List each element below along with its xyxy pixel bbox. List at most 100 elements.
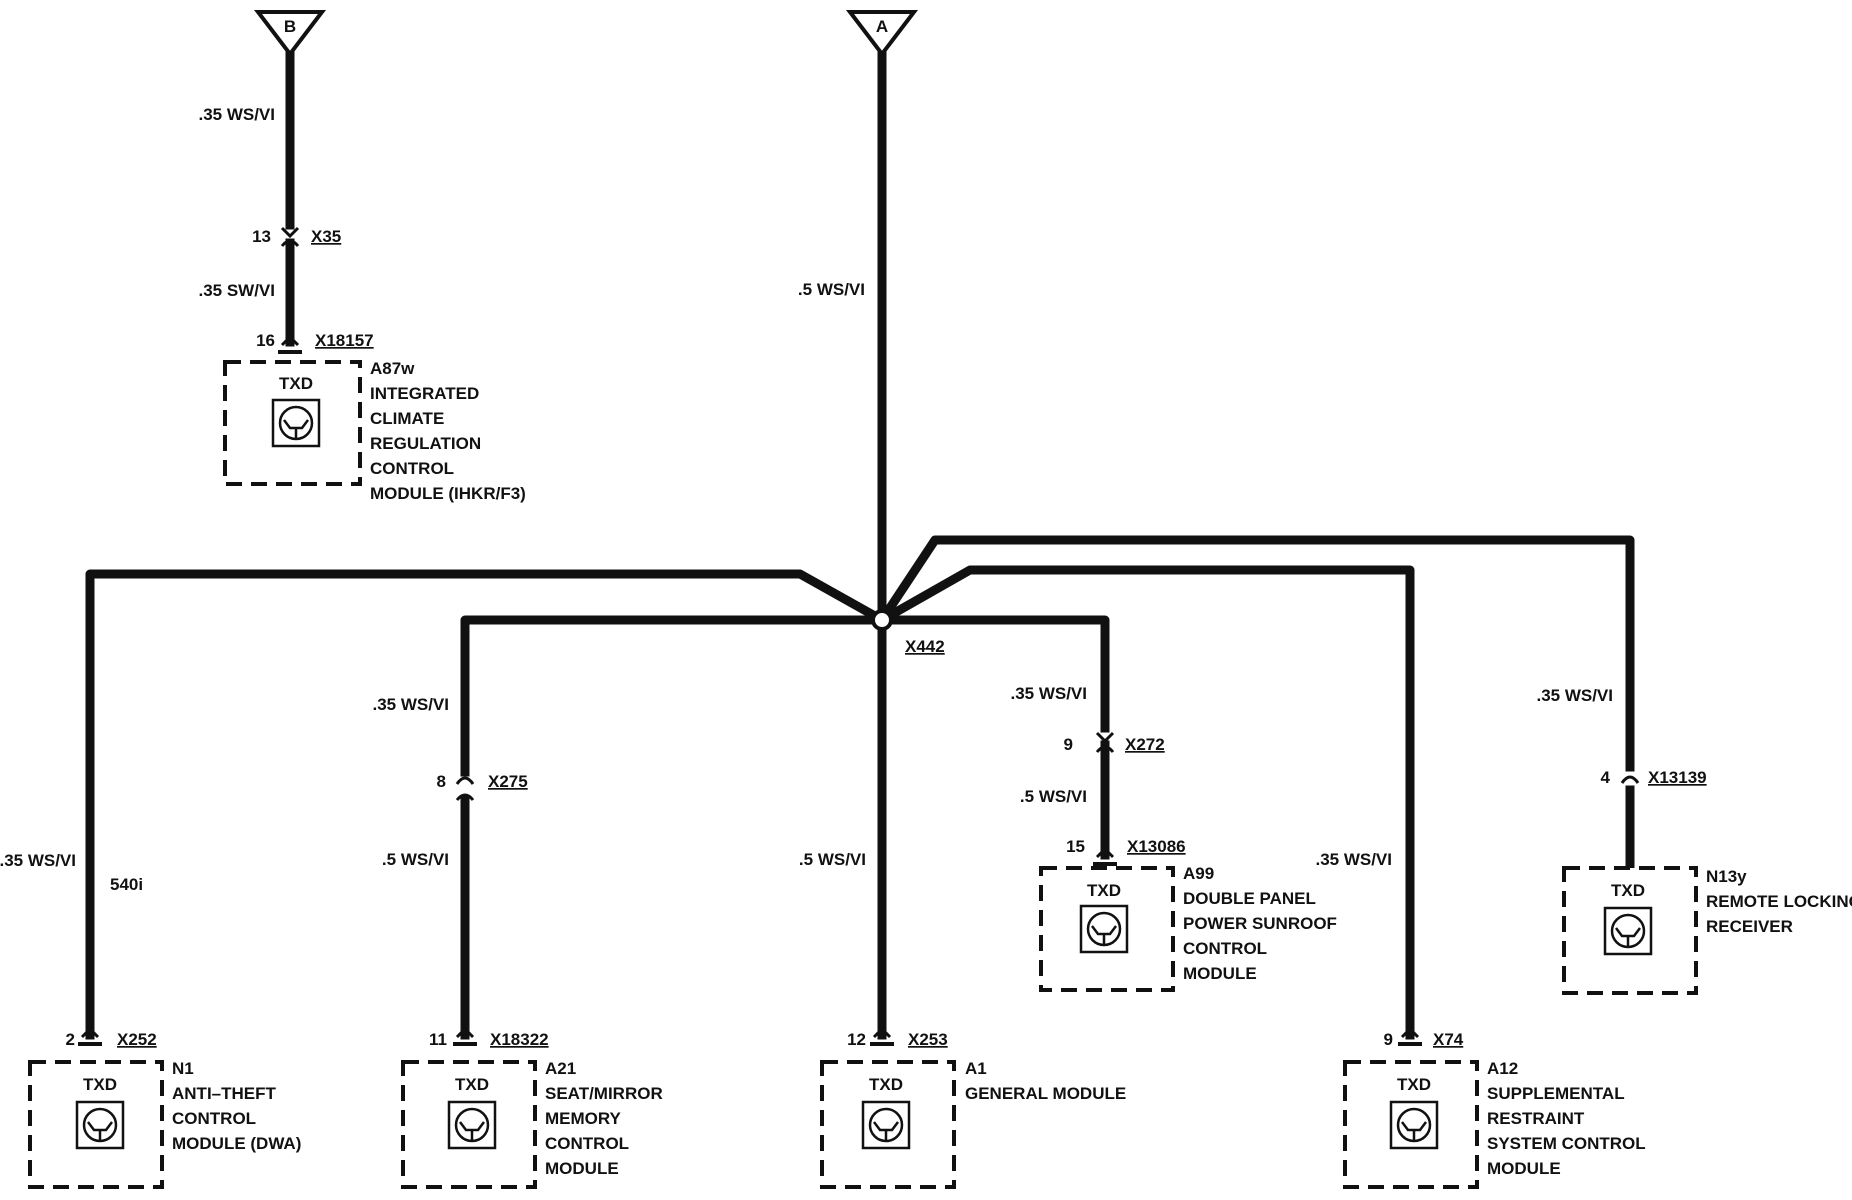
wire-label-b-top: .35 WS/VI bbox=[198, 105, 275, 124]
n13y-id: N13y bbox=[1706, 867, 1747, 886]
n1-symbol-label: TXD bbox=[83, 1075, 117, 1094]
wire-label-a21-top: .35 WS/VI bbox=[372, 695, 449, 714]
x35-label: X35 bbox=[311, 227, 341, 246]
wire-label-a1: .5 WS/VI bbox=[799, 850, 866, 869]
a21-pin: 11 bbox=[429, 1030, 447, 1049]
wire-n13y-upper bbox=[875, 535, 1635, 772]
a99-desc-3: CONTROL bbox=[1183, 939, 1267, 958]
wire-a12 bbox=[875, 565, 1415, 1040]
inline-connector-x272: 9 X272 bbox=[1064, 731, 1165, 754]
inline-connector-x35: 13 X35 bbox=[252, 226, 341, 247]
n13y-desc-1: REMOTE LOCKING bbox=[1706, 892, 1852, 911]
a21-box bbox=[401, 1060, 537, 1189]
wires bbox=[85, 45, 1635, 1040]
signal-flag-b: B bbox=[253, 10, 327, 58]
ecu-symbol-icon bbox=[75, 1100, 125, 1150]
wire-a21-upper bbox=[460, 615, 887, 777]
wire-label-a99-top: .35 WS/VI bbox=[1010, 684, 1087, 703]
a1-symbol-label: TXD bbox=[869, 1075, 903, 1094]
inline-connector-x13139: 4 X13139 bbox=[1601, 768, 1707, 787]
a99-desc-1: DOUBLE PANEL bbox=[1183, 889, 1316, 908]
a12-symbol-label: TXD bbox=[1397, 1075, 1431, 1094]
signal-flag-b-label: B bbox=[284, 17, 296, 36]
n13y-pin: 4 bbox=[1601, 768, 1611, 787]
x275-label: X275 bbox=[488, 772, 528, 791]
wire-a99-upper bbox=[877, 615, 1110, 733]
n1-desc-2: CONTROL bbox=[172, 1109, 256, 1128]
inline-connector-x275: 8 X275 bbox=[437, 772, 528, 801]
a87w-desc-4: CONTROL bbox=[370, 459, 454, 478]
a99-pin: 15 bbox=[1066, 837, 1085, 856]
wire-label-a12: .35 WS/VI bbox=[1315, 850, 1392, 869]
signal-flag-a-label: A bbox=[876, 17, 888, 36]
a21-desc-4: MODULE bbox=[545, 1159, 619, 1178]
wire-label-b-bottom: .35 SW/VI bbox=[198, 281, 275, 300]
a87w-symbol-label: TXD bbox=[279, 374, 313, 393]
ecu-symbol-icon bbox=[1603, 906, 1653, 956]
a87w-desc-2: CLIMATE bbox=[370, 409, 444, 428]
a12-desc-4: MODULE bbox=[1487, 1159, 1561, 1178]
n13y-desc-2: RECEIVER bbox=[1706, 917, 1793, 936]
wire-label-a21-bottom: .5 WS/VI bbox=[382, 850, 449, 869]
a21-desc-2: MEMORY bbox=[545, 1109, 622, 1128]
ecu-symbol-icon bbox=[1389, 1100, 1439, 1150]
a21-id: A21 bbox=[545, 1059, 576, 1078]
a99-desc-2: POWER SUNROOF bbox=[1183, 914, 1337, 933]
wire-labels: .35 WS/VI .35 SW/VI .5 WS/VI .35 WS/VI 5… bbox=[0, 105, 1613, 894]
a87w-desc-5: MODULE (IHKR/F3) bbox=[370, 484, 526, 503]
module-a99: 15 X13086 TXD A99 DOUBLE PANEL POWER SUN… bbox=[1039, 837, 1337, 992]
a1-desc-1: GENERAL MODULE bbox=[965, 1084, 1126, 1103]
a1-id: A1 bbox=[965, 1059, 987, 1078]
module-n1: 2 X252 TXD N1 ANTI–THEFT CONTROL MODULE … bbox=[28, 1026, 301, 1189]
wire-n1 bbox=[85, 569, 889, 1040]
a1-connector: X253 bbox=[908, 1030, 948, 1049]
module-a87w: 16 X18157 TXD A87w INTEGRATED CLIMATE RE… bbox=[223, 331, 526, 503]
module-a21: 11 X18322 TXD A21 SEAT/MIRROR MEMORY CON… bbox=[401, 1026, 663, 1189]
n1-connector: X252 bbox=[117, 1030, 157, 1049]
a12-desc-3: SYSTEM CONTROL bbox=[1487, 1134, 1646, 1153]
a1-pin: 12 bbox=[847, 1030, 866, 1049]
ecu-symbol-icon bbox=[1079, 904, 1129, 954]
wire-label-n1-note: 540i bbox=[110, 875, 143, 894]
a87w-pin: 16 bbox=[256, 331, 275, 350]
a12-desc-2: RESTRAINT bbox=[1487, 1109, 1585, 1128]
a21-desc-1: SEAT/MIRROR bbox=[545, 1084, 663, 1103]
a99-symbol-label: TXD bbox=[1087, 881, 1121, 900]
a87w-desc-3: REGULATION bbox=[370, 434, 481, 453]
ecu-symbol-icon bbox=[271, 398, 321, 448]
signal-flag-a: A bbox=[845, 10, 919, 58]
x272-label: X272 bbox=[1125, 735, 1165, 754]
a99-id: A99 bbox=[1183, 864, 1214, 883]
a87w-desc-1: INTEGRATED bbox=[370, 384, 479, 403]
n1-desc-1: ANTI–THEFT bbox=[172, 1084, 277, 1103]
wire-label-a-main: .5 WS/VI bbox=[798, 280, 865, 299]
ecu-symbol-icon bbox=[861, 1100, 911, 1150]
a12-id: A12 bbox=[1487, 1059, 1518, 1078]
ecu-symbol-icon bbox=[447, 1100, 497, 1150]
a99-desc-4: MODULE bbox=[1183, 964, 1257, 983]
a12-connector: X74 bbox=[1433, 1030, 1464, 1049]
a21-symbol-label: TXD bbox=[455, 1075, 489, 1094]
a12-desc-1: SUPPLEMENTAL bbox=[1487, 1084, 1625, 1103]
x35-pin: 13 bbox=[252, 227, 271, 246]
x275-pin: 8 bbox=[437, 772, 446, 791]
x272-pin: 9 bbox=[1064, 735, 1073, 754]
module-a12: 9 X74 TXD A12 SUPPLEMENTAL RESTRAINT SYS… bbox=[1343, 1026, 1646, 1189]
splice-label: X442 bbox=[905, 637, 945, 656]
splice-x442: X442 bbox=[871, 609, 945, 656]
a99-box bbox=[1039, 866, 1175, 992]
wire-label-n13y: .35 WS/VI bbox=[1536, 686, 1613, 705]
wire-label-n1: .35 WS/VI bbox=[0, 851, 76, 870]
a99-connector: X13086 bbox=[1127, 837, 1186, 856]
a21-desc-3: CONTROL bbox=[545, 1134, 629, 1153]
a12-pin: 9 bbox=[1384, 1030, 1393, 1049]
a21-connector: X18322 bbox=[490, 1030, 549, 1049]
n1-pin: 2 bbox=[66, 1030, 75, 1049]
n1-id: N1 bbox=[172, 1059, 194, 1078]
n13y-connector: X13139 bbox=[1648, 768, 1707, 787]
n1-desc-3: MODULE (DWA) bbox=[172, 1134, 301, 1153]
a87w-connector: X18157 bbox=[315, 331, 374, 350]
a87w-id: A87w bbox=[370, 359, 415, 378]
module-a1: 12 X253 TXD A1 GENERAL MODULE bbox=[820, 1026, 1126, 1189]
